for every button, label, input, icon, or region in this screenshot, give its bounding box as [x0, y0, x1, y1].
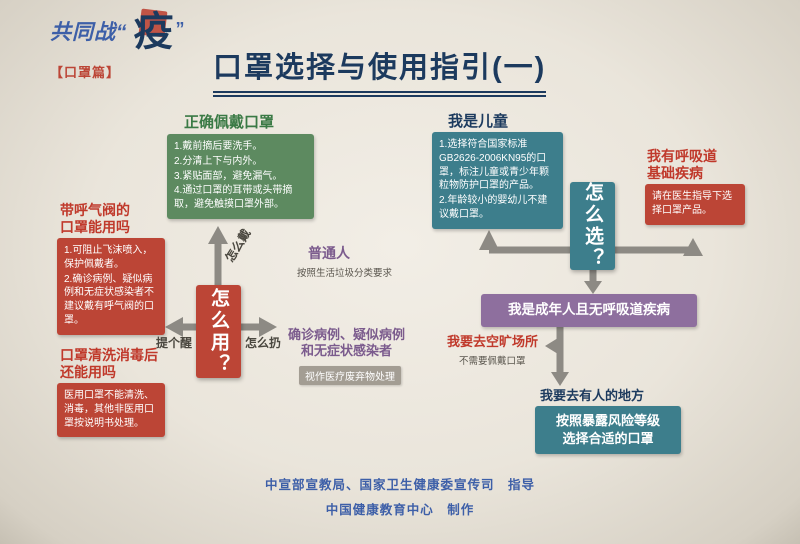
respiratory-heading: 我有呼吸道 基础疾病: [647, 148, 717, 181]
open-area-note: 不需要佩戴口罩: [459, 356, 526, 367]
valve-info-item: 1.可阻止飞沫喷入，保护佩戴者。: [64, 245, 153, 270]
respiratory-info-box: 请在医生指导下选择口罩产品。: [645, 184, 745, 225]
how-to-use-hub: 怎么用？: [196, 285, 241, 378]
arrow-label-remind: 提个醒: [156, 336, 193, 350]
wear-guide-box: 1.戴前摘后要洗手。 2.分清上下与内外。 3.紧贴面部，避免漏气。 4.通过口…: [167, 134, 314, 219]
arrow-label-discard: 怎么扔: [245, 336, 282, 350]
how-to-choose-label: 怎么选？: [582, 182, 603, 270]
how-to-use-label: 怎么用？: [208, 287, 229, 376]
child-info-item: 2.年龄较小的婴幼儿不建议戴口罩。: [439, 195, 548, 220]
risk-level-box: 按照暴露风险等级 选择合适的口罩: [535, 406, 681, 454]
footer-line1: 中宣部宣教局、国家卫生健康委宣传司 指导: [264, 478, 535, 492]
campaign-logo: 共同战“ 疫 ” 【口罩篇】: [50, 8, 185, 81]
ordinary-person-note: 按照生活垃圾分类要求: [297, 268, 393, 279]
child-info-box: 1.选择符合国家标准GB2626-2006KN95的口罩，标注儿童或青少年颗粒物…: [432, 132, 563, 229]
confirmed-cases-chip: 视作医疗废弃物处理: [299, 366, 401, 385]
ordinary-person-heading: 普通人: [308, 245, 350, 261]
valve-question-heading: 带呼气阀的 口罩能用吗: [60, 202, 130, 235]
page-title: 口罩选择与使用指引(一): [213, 44, 547, 97]
valve-info-box: 1.可阻止飞沫喷入，保护佩戴者。 2.确诊病例、疑似病例和无症状感染者不建议戴有…: [57, 238, 165, 335]
crowded-heading: 我要去有人的地方: [540, 388, 645, 403]
open-area-heading: 我要去空旷场所: [447, 334, 539, 349]
wear-guide-item: 4.通过口罩的耳带或头带摘取，避免触摸口罩外部。: [174, 185, 293, 211]
wash-info-body: 医用口罩不能清洗、消毒，其他非医用口罩按说明书处理。: [64, 390, 154, 429]
logo-text: 共同战“: [50, 21, 128, 44]
wash-question-heading: 口罩清洗消毒后 还能用吗: [60, 347, 158, 380]
valve-info-item: 2.确诊病例、疑似病例和无症状感染者不建议戴有呼气阀的口罩。: [64, 273, 154, 326]
wear-guide-item: 3.紧贴面部，避免漏气。: [174, 170, 283, 182]
how-to-choose-hub: 怎么选？: [570, 182, 615, 270]
wash-info-box: 医用口罩不能清洗、消毒，其他非医用口罩按说明书处理。: [57, 383, 165, 438]
wear-guide-item: 1.戴前摘后要洗手。: [174, 141, 263, 152]
adult-banner: 我是成年人且无呼吸道疾病: [481, 294, 697, 327]
child-info-item: 1.选择符合国家标准GB2626-2006KN95的口罩，标注儿童或青少年颗粒物…: [439, 139, 549, 192]
logo-badge: 【口罩篇】: [50, 65, 121, 80]
child-heading: 我是儿童: [448, 113, 509, 130]
respiratory-info-body: 请在医生指导下选择口罩产品。: [652, 191, 732, 216]
logo-close-quote: ”: [175, 19, 185, 39]
arrow-label-wear: 怎么戴: [222, 226, 254, 265]
wear-guide-heading: 正确佩戴口罩: [184, 114, 275, 131]
footer-line2: 中国健康教育中心 制作: [325, 503, 475, 517]
logo-yi-character: 疫: [133, 10, 174, 54]
wear-guide-item: 2.分清上下与内外。: [174, 155, 263, 167]
confirmed-cases-heading: 确诊病例、疑似病例 和无症状感染者: [287, 327, 405, 358]
